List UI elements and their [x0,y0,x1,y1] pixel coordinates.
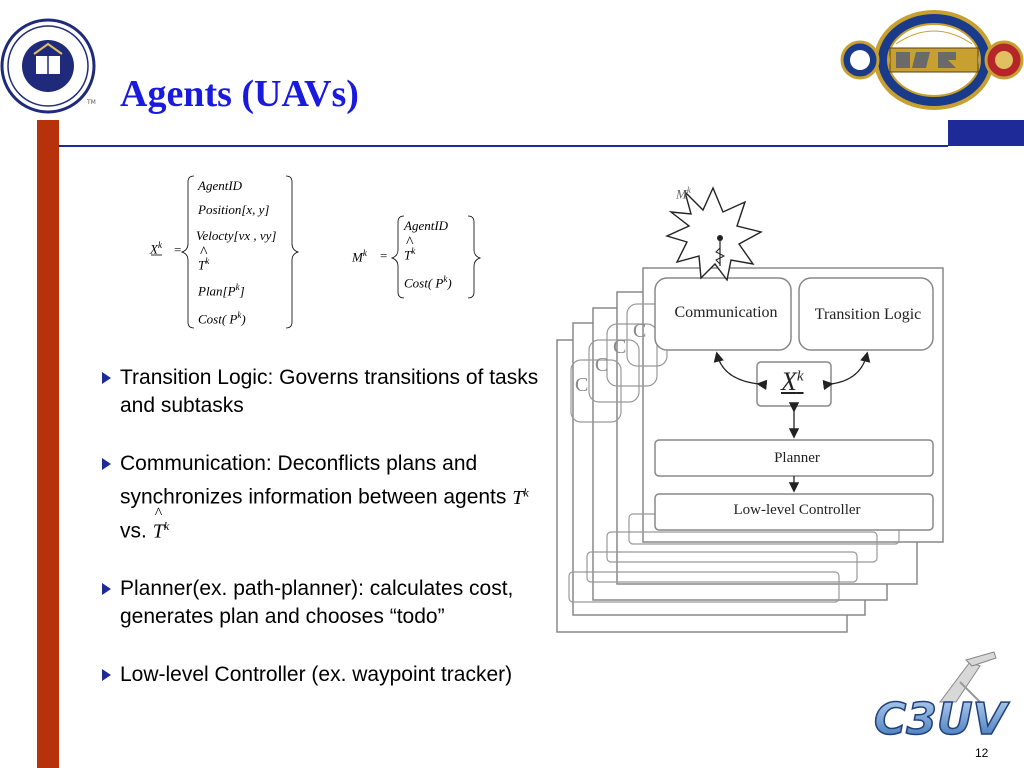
agent-state-component-plan-sup: k [235,282,240,292]
stack-letter: C [575,374,589,396]
math-t-sup: k [523,485,529,499]
university-seal-icon: TM [0,18,96,114]
right-accent-bar [948,120,1024,146]
onr-emblem-icon [840,10,1024,110]
bullet-text: Transition Logic: Governs transitions of… [120,366,539,417]
message-component-agentid: AgentID [404,218,449,233]
math-t-hat-base: T [152,520,164,543]
bullet-math-t-hat: Tk [152,500,170,546]
slide-title: Agents (UAVs) [120,73,359,115]
agent-architecture-diagram: Mk C C C C Communication Transition Logi… [555,180,950,640]
bullet-vs: vs. [120,519,147,543]
communication-label: Communication [674,304,778,321]
antenna-tip-icon [717,235,723,241]
bullet-low-level-controller: Low-level Controller (ex. waypoint track… [100,661,540,689]
bullet-text: Communication: Deconflicts plans and syn… [120,452,507,509]
state-node-base: X [781,367,797,396]
bullet-arrow-icon [102,372,111,384]
stack-letter: C [595,354,609,376]
bullet-text: Low-level Controller (ex. waypoint track… [120,663,513,687]
agent-state-equals: = [174,242,182,257]
bullet-arrow-icon [102,458,111,470]
c3uv-logo-text: C3UV [874,694,1010,742]
bullet-list: Transition Logic: Governs transitions of… [100,364,540,719]
state-node-label: Xk [781,367,804,397]
message-lhs-sup: k [362,248,367,258]
agent-state-component-velocity: Velocty[vx , vy] [196,228,277,243]
message-equals: = [380,248,388,263]
agent-state-component-t: T [198,257,206,273]
message-component-t-sup: k [411,246,416,256]
title-divider [59,145,948,147]
arrow-state-transition [822,351,871,391]
message-component-cost-tail: ) [447,275,452,291]
stack-letter: C [633,320,647,342]
bullet-transition-logic: Transition Logic: Governs transitions of… [100,364,540,420]
left-accent-bar [37,120,59,768]
diagram-shapes [556,186,944,633]
agent-state-component-t-sup: k [205,256,210,266]
low-level-controller-label: Low-level Controller [733,502,861,518]
agent-state-formula: Xk = AgentID Position[x, y] Velocty[vx ,… [148,172,308,332]
bullet-arrow-icon [102,669,111,682]
message-label-sup: k [686,185,691,195]
agent-state-component-plan: Plan[P [198,283,236,299]
low-level-controller-box [654,493,934,531]
page-number: 12 [975,746,989,760]
arrow-comm-state [713,351,768,391]
bullet-communication: Communication: Deconflicts plans and syn… [100,450,540,545]
bullet-arrow-icon [102,583,111,596]
message-component-cost: Cost( P [404,275,444,291]
agent-state-lhs-sup: k [157,240,162,250]
c3uv-logo-icon: C3UV [873,651,1010,742]
svg-text:TM: TM [86,99,96,106]
agent-state-component-cost-tail: ) [241,311,246,327]
stack-letter: C [613,336,627,358]
math-t-hat-sup: k [163,518,170,533]
bullet-math-t: Tk [512,485,529,509]
state-node-sup: k [796,368,804,385]
message-formula: Mk = AgentID Tk Cost( Pk) [348,212,488,300]
message-braces [390,215,482,299]
agent-state-component-plan-tail: ] [239,283,245,299]
agent-state-lhs: X [150,241,158,257]
message-label: Mk [676,185,691,202]
agent-state-component-agentid: AgentID [198,178,243,193]
message-component-t: T [404,247,412,263]
bullet-planner: Planner(ex. path-planner): calculates co… [100,575,540,631]
message-label-base: M [676,186,687,202]
math-t-base: T [512,486,524,509]
agent-state-component-cost: Cost( P [198,311,238,327]
message-lhs: M [352,249,363,265]
bullet-text: Planner(ex. path-planner): calculates co… [120,577,514,629]
planner-label: Planner [774,450,820,466]
transition-logic-label: Transition Logic [814,306,922,323]
message-burst-icon [665,186,763,282]
communication-box [654,277,792,351]
agent-state-braces [151,175,300,329]
message-component-cost-sup: k [443,274,448,284]
agent-state-component-cost-sup: k [237,310,242,320]
agent-state-component-position: Position[x, y] [198,202,270,217]
transition-logic-box [798,277,934,351]
